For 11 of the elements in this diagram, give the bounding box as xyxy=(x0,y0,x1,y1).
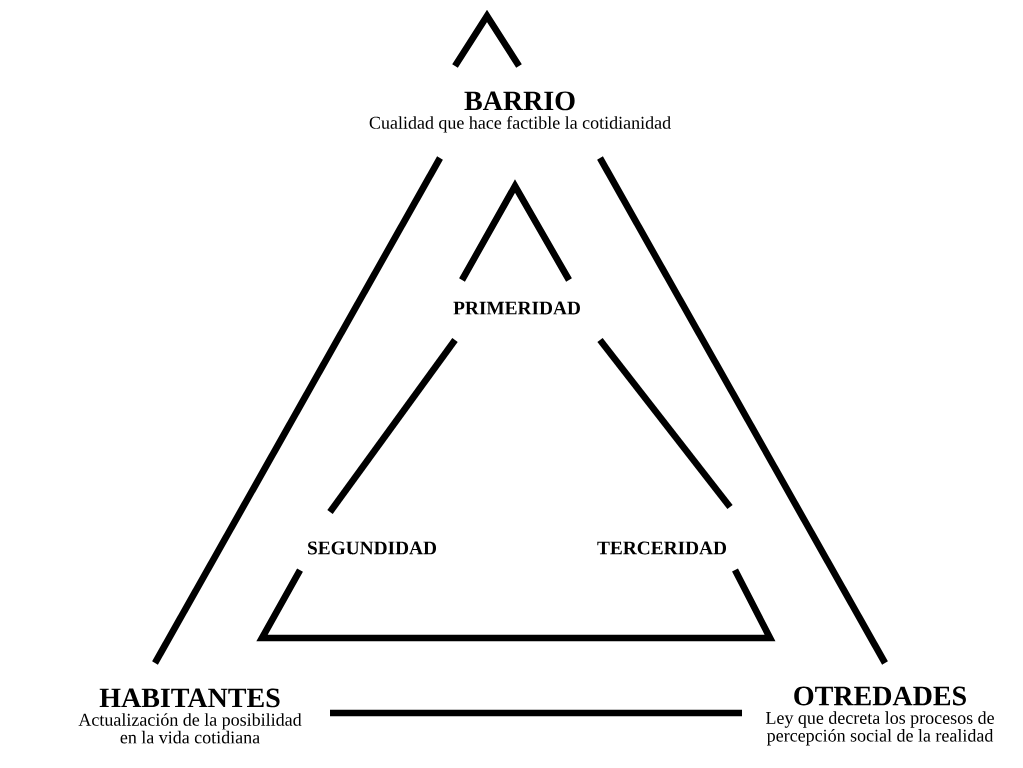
triangle-side xyxy=(256,568,776,642)
vertex-label: PRIMERIDAD xyxy=(453,301,580,315)
triangle-side xyxy=(327,338,458,514)
vertex-label: TERCERIDAD xyxy=(597,541,727,555)
vertex-label: HABITANTES Actualización de la posibilidad en la vida cotidiana xyxy=(78,688,302,744)
triangle-side xyxy=(597,337,733,510)
triangle-side xyxy=(597,156,888,665)
vertex-label: BARRIO Cualidad que hace factible la cotidianidad xyxy=(369,91,671,133)
vertex-label: OTREDADES Ley que decreta los procesos de percepción social de la realidad xyxy=(765,686,994,746)
triangle-side xyxy=(152,156,443,665)
vertex-label: SEGUNDIDAD xyxy=(308,541,437,555)
